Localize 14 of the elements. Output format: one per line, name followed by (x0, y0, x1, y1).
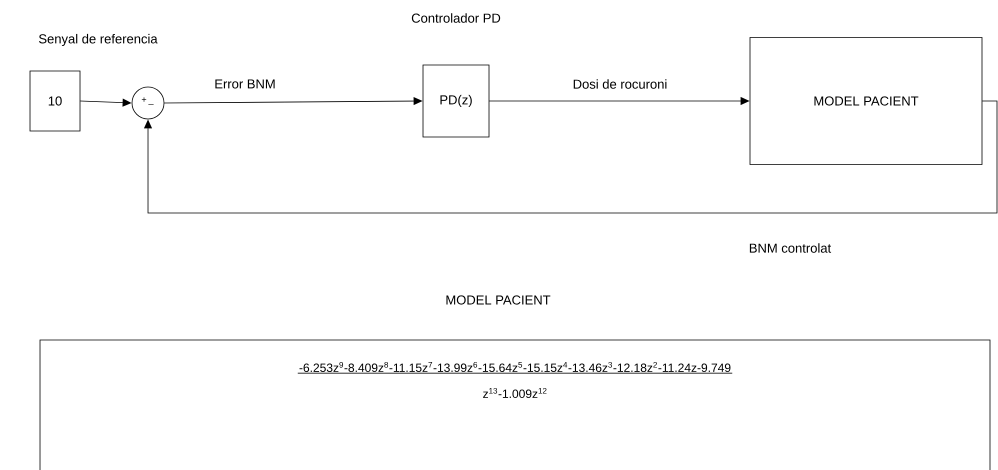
edge-label: BNM controlat (750, 243, 832, 253)
transfer-function-box (40, 340, 990, 470)
edge-label: Dosi de rocuroni (574, 79, 666, 89)
section-title: MODEL PACIENT (446, 295, 550, 305)
block-box: 10 (30, 70, 80, 132)
arrow (144, 100, 998, 214)
node-label: -6.253z$^{9}$-8.409z$^{8}$-11.15z$^{7}$-13.99z$^{6}$-15.64z$^{5}$-15.15z$^{4}$-13.46z$^{3}$-12.18z$^{2}$-11.24z-9.749 (300, 362, 730, 372)
node-label: z$^{13}$-1.009z$^{12}$ (483, 388, 547, 398)
edge-label: Error BNM (215, 79, 275, 89)
block-caption: Senyal de referencia (39, 34, 158, 46)
block-box: PD(z) (422, 64, 490, 138)
fraction: -6.253z$^{9}$-8.409z$^{8}$-11.15z$^{7}$-13.99z$^{6}$-15.64z$^{5}$-15.15z$^{4}$-13.46z$^{3}$-12.18z$^{2}$-11.24z-9.749 z$^{13}$-1.009z$^{12}$ (298, 362, 732, 398)
block-box: MODEL PACIENT (750, 37, 982, 165)
block-caption: Controlador PD (412, 13, 500, 23)
